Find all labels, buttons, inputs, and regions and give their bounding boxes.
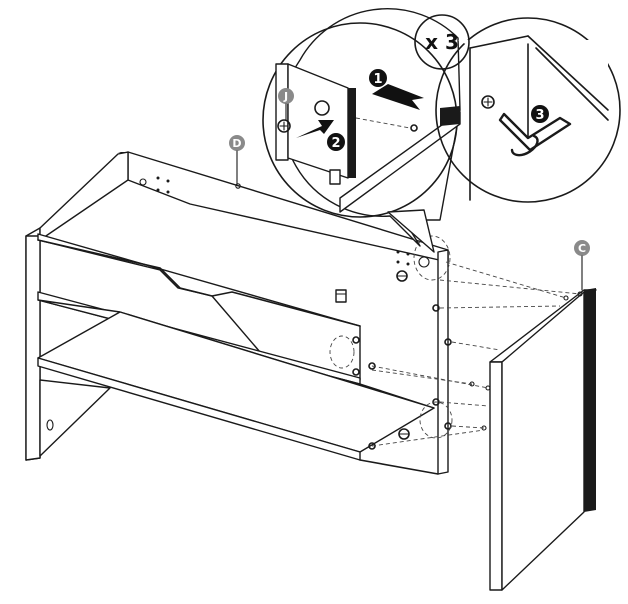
highlight-lower-fitting	[419, 401, 453, 439]
zoom-right-diag-2	[535, 47, 609, 121]
part-j-letter: J	[283, 90, 288, 103]
step-3-badge: 3	[531, 105, 549, 123]
left-side-hole	[46, 419, 54, 431]
zoom-right-diag-1	[527, 35, 609, 111]
part-d-letter: D	[232, 137, 241, 150]
zoom-dowel	[410, 124, 418, 132]
zoom-callout-screw	[435, 17, 621, 203]
zoom-screw-cross	[483, 97, 493, 107]
step-3-number: 3	[535, 108, 544, 123]
zoom-panel-side	[348, 88, 356, 178]
part-d-label: D	[229, 135, 245, 185]
zoom-callout-fitting	[262, 8, 461, 253]
step-2-number: 2	[331, 136, 340, 151]
side-panel-face	[501, 291, 585, 591]
back-panel-holes-left	[139, 176, 170, 194]
highlight-upper-fitting	[413, 235, 451, 281]
part-c-letter: C	[578, 242, 586, 255]
step-1-number: 1	[373, 72, 382, 87]
cam-lock-lower	[398, 428, 410, 440]
handle-cutout-edge	[37, 239, 361, 327]
zoom-cam-hole	[314, 100, 330, 116]
step-2-badge: 2	[327, 133, 345, 151]
side-panel-back-edge	[584, 288, 596, 512]
left-side-front	[25, 235, 41, 461]
part-j-label: J	[278, 88, 294, 121]
quantity-label: x 3	[425, 30, 459, 54]
part-d-marker-dot	[235, 183, 241, 189]
zoom-dash-line	[355, 117, 411, 129]
zoom-circle-right	[435, 17, 621, 203]
right-post	[437, 249, 449, 475]
highlight-mid-fitting	[329, 335, 355, 369]
zoom-screw-head	[481, 95, 495, 109]
rotation-arrow	[510, 134, 539, 157]
alignment-lines	[371, 261, 581, 447]
side-panel-hole-1	[563, 295, 569, 301]
zoom-right-top-edge	[469, 35, 529, 49]
arrow-step-2	[296, 120, 334, 138]
cabinet-frame	[25, 151, 453, 475]
step-1-badge: 1	[369, 69, 387, 87]
allen-key	[498, 112, 572, 152]
left-leg-cut	[39, 379, 111, 457]
zoom-pointer	[387, 209, 435, 253]
cam-bolt-on-rail	[335, 289, 347, 303]
side-panel-hole-2	[577, 291, 583, 297]
side-panel-front-edge	[489, 361, 503, 591]
cam-lock-upper	[396, 270, 408, 282]
zoom-board-end	[440, 106, 460, 126]
base-line	[359, 459, 439, 475]
back-panel-holes-right	[396, 250, 430, 268]
quantity-badge: x 3	[414, 14, 470, 70]
zoom-panel-edge	[275, 63, 289, 161]
part-c-label: C	[574, 240, 590, 291]
zoom-bolt	[329, 169, 341, 185]
zoom-cam-lock	[277, 119, 291, 133]
side-panel-c	[469, 288, 597, 591]
left-top-corner	[39, 151, 129, 241]
side-panel-hole-4	[485, 385, 491, 391]
arrow-step-1	[372, 84, 424, 110]
